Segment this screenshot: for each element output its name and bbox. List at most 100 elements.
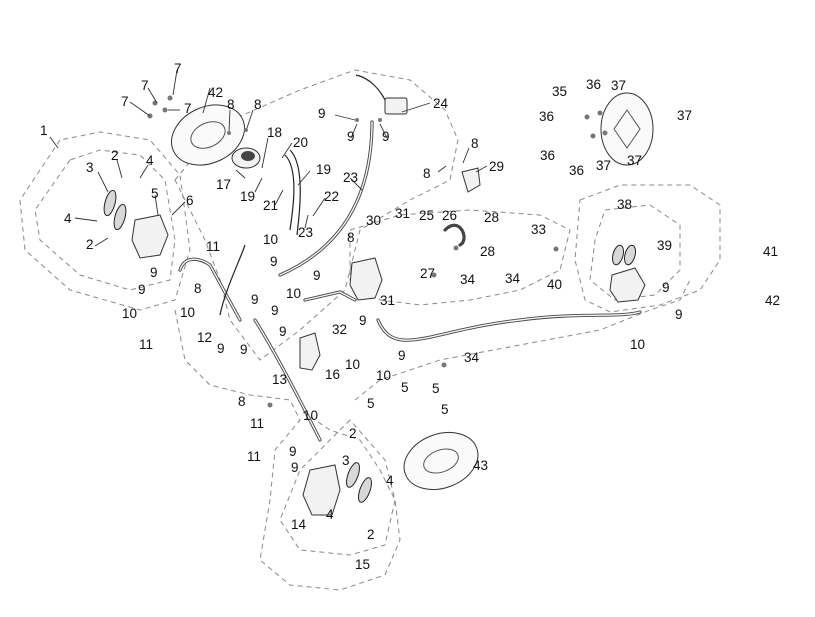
front-caliper-inner-outline <box>34 149 176 291</box>
callout-4: 4 <box>146 153 154 168</box>
front-caliper-assembly-outline <box>19 131 191 311</box>
rear-brake-disc-right <box>600 92 654 166</box>
callout-4: 4 <box>386 473 394 488</box>
callout-8: 8 <box>254 97 262 112</box>
callout-9: 9 <box>217 341 225 356</box>
lower-center-outline <box>354 279 691 401</box>
leader-lines <box>49 69 488 247</box>
callout-25: 24 <box>433 96 449 111</box>
callout-8: 8 <box>423 166 431 181</box>
callout-2: 2 <box>111 148 119 163</box>
callout-23: 22 <box>324 189 339 204</box>
callout-13: 12 <box>197 330 212 345</box>
callout-3: 3 <box>86 160 94 175</box>
callout-4: 4 <box>64 211 72 226</box>
callout-39: 38 <box>617 197 632 212</box>
callout-34: 33 <box>531 222 546 237</box>
fasteners <box>147 95 608 408</box>
callout-37: 37 <box>627 153 642 168</box>
callout-9: 9 <box>138 282 146 297</box>
callout-22: 21 <box>263 198 278 213</box>
callout-42: 41 <box>763 244 778 259</box>
front-brake-pads <box>103 189 127 231</box>
callout-9: 9 <box>150 265 158 280</box>
callout-9: 9 <box>359 313 367 328</box>
callout-34: 34 <box>464 350 480 365</box>
callout-34: 34 <box>460 272 476 287</box>
callout-37: 37 <box>596 158 611 173</box>
callout-29: 28 <box>484 210 499 225</box>
brake-hoses <box>178 120 642 442</box>
callout-37: 36 <box>586 77 601 92</box>
callout-17: 16 <box>325 367 340 382</box>
master-cylinder-area-outline <box>174 69 459 361</box>
left-lower-outline <box>174 309 401 591</box>
callout-10: 10 <box>180 305 195 320</box>
callout-36: 35 <box>552 84 567 99</box>
callout-5: 5 <box>401 380 409 395</box>
callout-1: 1 <box>40 123 48 138</box>
callout-8: 8 <box>194 281 202 296</box>
callout-10: 10 <box>263 232 278 247</box>
callout-5: 5 <box>432 381 440 396</box>
callout-4: 4 <box>326 507 334 522</box>
callout-9: 9 <box>347 129 355 144</box>
callout-37: 37 <box>611 78 626 93</box>
callout-36: 36 <box>569 163 584 178</box>
callout-19: 18 <box>267 125 282 140</box>
callout-9: 9 <box>240 342 248 357</box>
callout-5: 5 <box>441 402 449 417</box>
callout-9: 9 <box>291 460 299 475</box>
callout-27: 26 <box>442 208 457 223</box>
callout-10: 9 <box>318 106 326 121</box>
proportioning-valve <box>349 257 383 301</box>
junction-block <box>299 332 321 371</box>
callout-31: 31 <box>395 206 410 221</box>
brake-light-wire <box>219 244 246 316</box>
callout-3: 3 <box>342 453 350 468</box>
callout-labels: 1 2 2 2 2 3 3 4 4 4 4 5 5 5 5 5 6 7 7 7 … <box>40 61 780 572</box>
callout-8: 8 <box>347 230 355 245</box>
callout-9: 9 <box>270 254 278 269</box>
callout-7: 7 <box>121 94 129 109</box>
callout-7: 7 <box>141 78 149 93</box>
callout-10: 10 <box>376 368 391 383</box>
callout-2: 2 <box>86 237 94 252</box>
callout-9: 9 <box>251 292 259 307</box>
callout-32: 31 <box>380 293 395 308</box>
callout-10: 10 <box>286 286 301 301</box>
callout-31: 30 <box>366 213 381 228</box>
callout-33: 32 <box>332 322 347 337</box>
master-cylinder-reservoir <box>231 147 261 169</box>
callout-43: 43 <box>473 458 488 473</box>
callout-41: 40 <box>547 277 562 292</box>
callout-21: 20 <box>293 135 308 150</box>
callout-2: 2 <box>367 527 375 542</box>
callout-8: 8 <box>227 97 235 112</box>
callout-11: 11 <box>250 416 264 431</box>
callout-9: 9 <box>313 268 321 283</box>
callout-10: 10 <box>345 357 360 372</box>
callout-12: 11 <box>206 239 220 254</box>
callout-6: 6 <box>186 193 194 208</box>
callout-16: 15 <box>355 557 370 572</box>
callout-36: 36 <box>540 148 555 163</box>
callout-9: 9 <box>675 307 683 322</box>
callout-5: 5 <box>151 186 159 201</box>
callout-5: 5 <box>367 396 375 411</box>
callout-15: 14 <box>291 517 307 532</box>
callout-10: 10 <box>630 337 645 352</box>
callout-28: 28 <box>480 244 495 259</box>
callout-7: 7 <box>184 101 192 116</box>
rear-caliper-inner-outline <box>589 204 681 301</box>
callout-36: 36 <box>539 109 554 124</box>
callout-2: 2 <box>349 426 357 441</box>
rear-caliper-right <box>609 244 646 303</box>
callout-11: 10 <box>122 306 137 321</box>
rear-caliper-assembly-outline <box>279 419 396 556</box>
callout-20: 19 <box>316 162 331 177</box>
rear-brake-disc-lower <box>403 431 479 491</box>
callout-14: 13 <box>272 372 287 387</box>
callout-40: 39 <box>657 238 672 253</box>
